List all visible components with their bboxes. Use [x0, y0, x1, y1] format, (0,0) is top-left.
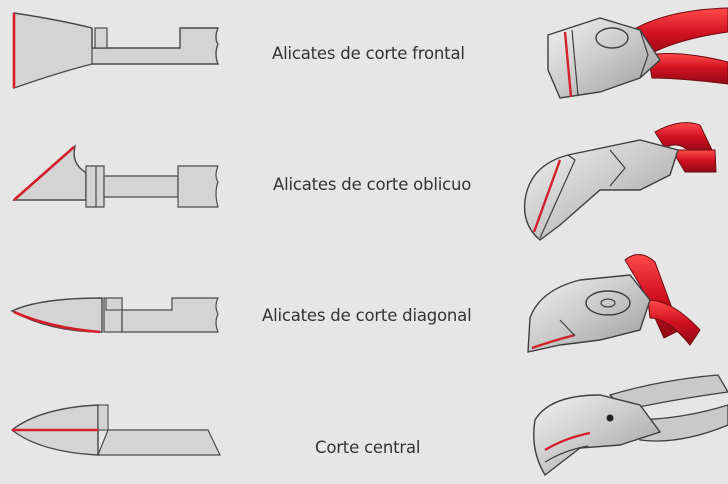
- row-label-center-cut: Corte central: [315, 438, 421, 457]
- diagonal-cut-profile: [10, 297, 219, 334]
- oblique-cut-profile: [12, 144, 219, 208]
- oblique-cutting-edge: [13, 146, 75, 201]
- row-label-front-cut: Alicates de corte frontal: [272, 44, 465, 63]
- row-label-oblique-cut: Alicates de corte oblicuo: [273, 175, 472, 194]
- row-label-diagonal-cut: Alicates de corte diagonal: [262, 306, 472, 325]
- center-cutter-pliers-icon: [533, 374, 728, 477]
- diagonal-cutting-edge: [13, 310, 101, 334]
- front-cut-profile: [12, 12, 220, 89]
- diagonal-cutter-pliers-icon: [527, 254, 701, 353]
- front-cutter-pliers-icon: [547, 7, 728, 99]
- oblique-cutter-pliers-icon: [523, 122, 717, 241]
- center-cut-profile: [10, 404, 221, 456]
